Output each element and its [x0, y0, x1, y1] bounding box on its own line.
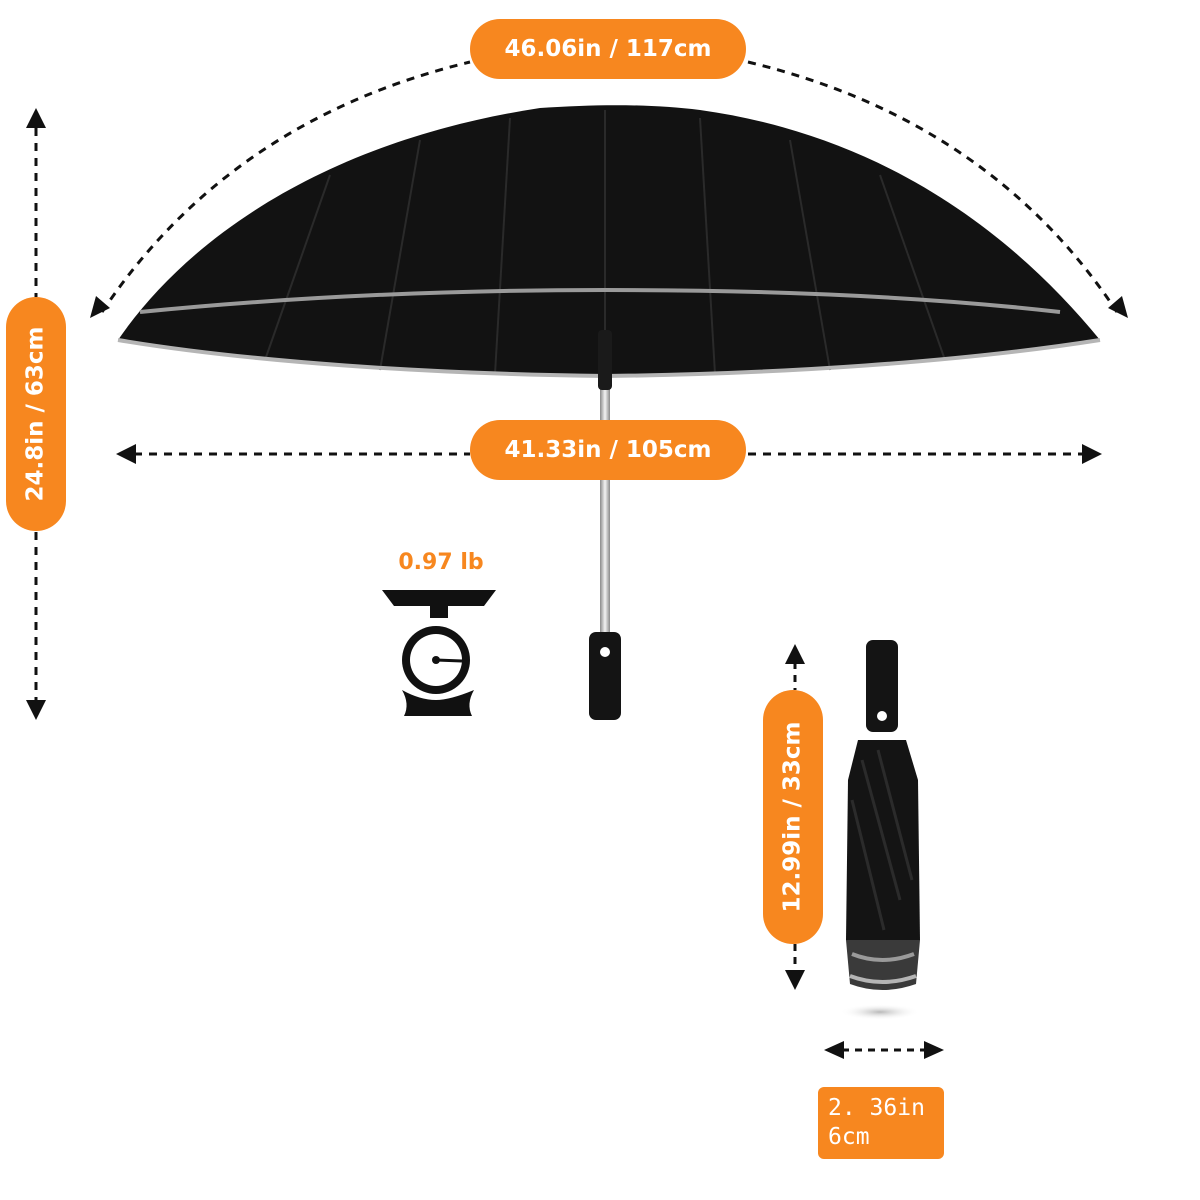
width-dimension-arrow [116, 444, 1102, 464]
arrowhead-icon [924, 1041, 944, 1059]
arrowhead-icon [824, 1041, 844, 1059]
arrowhead-icon [785, 644, 805, 664]
arc-dimension-arrow [90, 60, 1128, 318]
arrowhead-icon [785, 970, 805, 990]
folded-diameter-arrow [824, 1041, 944, 1059]
span-width-label: 41.33in / 105cm [470, 420, 746, 480]
arrowhead-icon [90, 296, 110, 318]
folded-umbrella-image [840, 640, 920, 1020]
arrowhead-icon [26, 108, 46, 128]
open-umbrella-image [117, 105, 1101, 720]
weight-label: 0.97 lb [398, 550, 484, 575]
arrowhead-icon [1108, 296, 1128, 318]
canopy-arc-text: 46.06in / 117cm [504, 36, 712, 62]
height-dimension-arrow [26, 108, 46, 720]
canopy-arc-label: 46.06in / 117cm [470, 19, 746, 79]
arrowhead-icon [26, 700, 46, 720]
folded-length-arrow [785, 644, 805, 990]
arrowhead-icon [116, 444, 136, 464]
open-height-label: 24.8in / 63cm [6, 297, 66, 531]
open-height-text: 24.8in / 63cm [23, 326, 49, 502]
folded-length-label: 12.99in / 33cm [763, 690, 823, 944]
weighing-scale-icon [382, 590, 496, 716]
folded-length-text: 12.99in / 33cm [780, 721, 806, 913]
arrowhead-icon [1082, 444, 1102, 464]
folded-diameter-label: 2. 36in 6cm [818, 1087, 944, 1159]
span-width-text: 41.33in / 105cm [504, 437, 712, 463]
folded-diameter-cm: 6cm [828, 1124, 870, 1150]
folded-diameter-inches: 2. 36in [828, 1095, 925, 1121]
